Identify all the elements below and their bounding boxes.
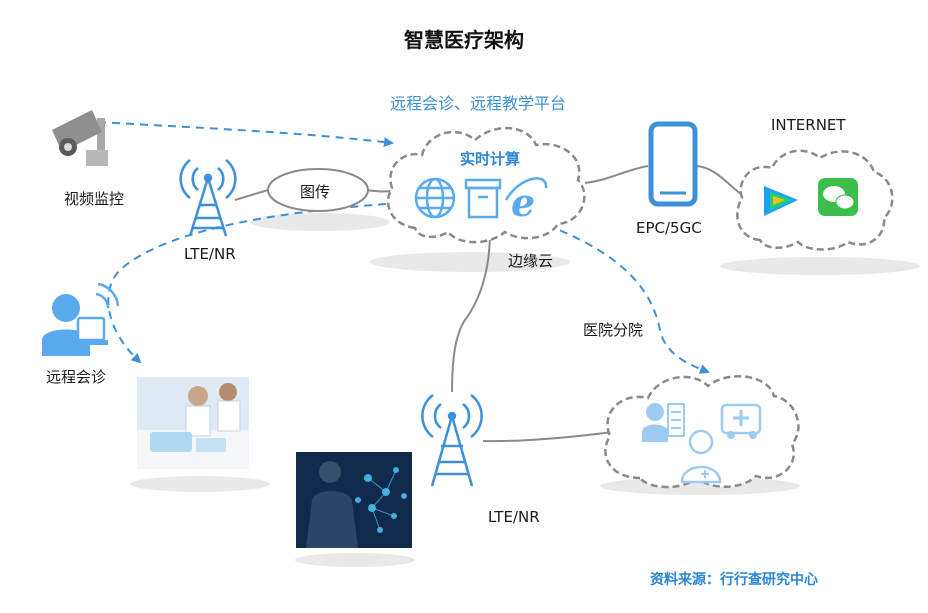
platform-label: 远程会诊、远程教学平台 [390,94,567,113]
globe-icon [414,177,456,219]
data-flow-arrows [97,121,710,374]
video-monitoring-label: 视频监控 [64,190,125,208]
epc-label: EPC/5GC [636,219,702,237]
ambulance-icon [720,403,762,439]
cloud-to-branch-arrow [546,224,710,374]
svg-text:e: e [511,180,535,225]
branch-hospital-label: 医院分院 [583,321,644,339]
transmission-label: 图传 [300,183,331,201]
patient-record-icon [642,403,685,442]
cell-tower-icon-bottom [421,393,483,487]
phone-icon [648,121,698,207]
cloud-to-epc-line [584,165,649,184]
remote-consult-icon [42,282,120,356]
cloud-to-tower-line [451,231,491,393]
transmission-bubble [267,168,369,212]
cell-tower-icon-top [179,159,237,237]
internet-cloud [736,149,894,251]
archive-box-icon [464,178,502,219]
tower-top-label: LTE/NR [184,245,236,263]
edge-cloud-label: 边缘云 [508,252,554,270]
tower-to-branch-line [482,431,614,443]
video-app-icon [764,186,798,216]
doctor-icon [680,429,722,484]
edge-cloud [386,126,586,244]
remote-consult-label: 远程会诊 [46,368,107,386]
tower-to-transmission-line [234,189,269,201]
video-to-cloud-arrow [97,121,394,148]
browser-e-icon: e [504,177,548,225]
compute-label: 实时计算 [460,150,521,168]
diagram-title: 智慧医疗架构 [404,28,524,52]
medical-team-photo [137,377,249,469]
doctor-tech-photo [296,452,412,548]
wechat-icon [818,178,858,216]
source-note: 资料来源：行行查研究中心 [650,572,818,588]
internet-label: INTERNET [771,116,846,134]
tower-bottom-label: LTE/NR [488,508,540,526]
camera-icon [52,110,108,166]
